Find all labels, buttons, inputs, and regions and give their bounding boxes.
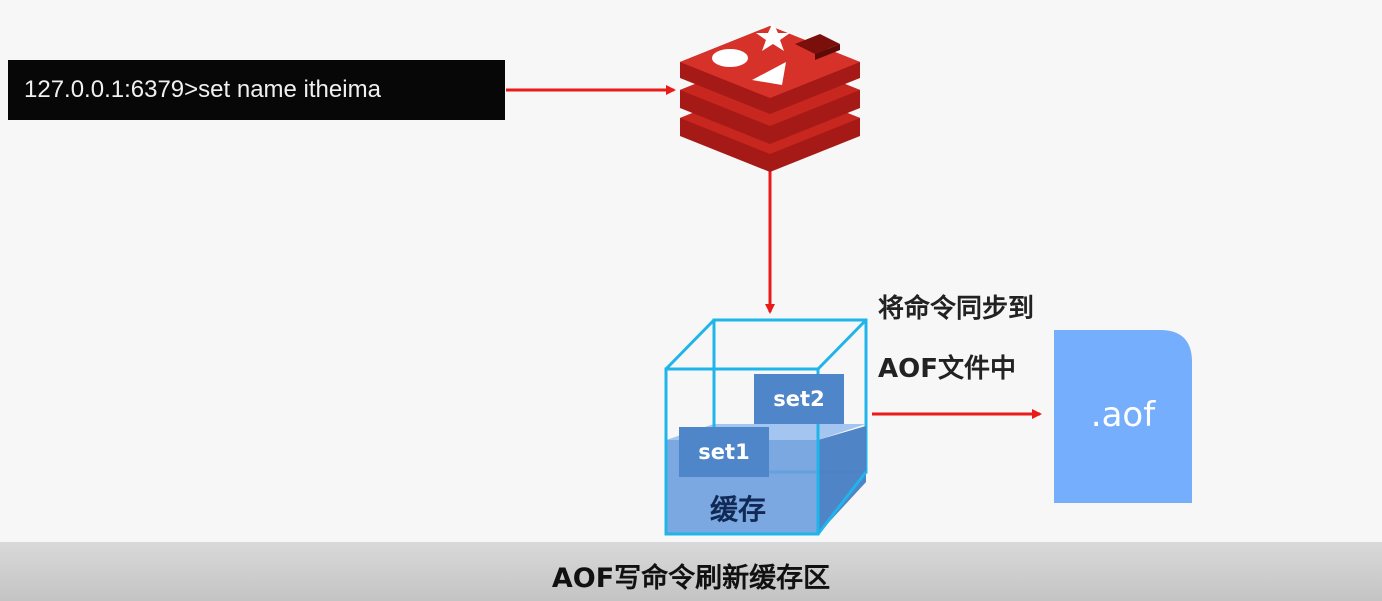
caption-bar (0, 542, 1382, 601)
redis-logo-icon (680, 22, 860, 172)
cache-label: 缓存 (709, 493, 766, 526)
caption-title: AOF写命令刷新缓存区 (551, 563, 831, 594)
aof-file-label: .aof (1090, 395, 1156, 435)
command-block-set2: set2 (754, 374, 844, 424)
sync-note-line-1: 将命令同步到 (878, 294, 1035, 324)
command-text: 127.0.0.1:6379>set name itheima (24, 76, 381, 103)
aof-file-icon (1054, 330, 1192, 503)
command-terminal: 127.0.0.1:6379>set name itheima (8, 60, 505, 120)
sync-note-line-2: AOF文件中 (878, 354, 1016, 384)
command-block-set1: set1 (679, 427, 769, 477)
